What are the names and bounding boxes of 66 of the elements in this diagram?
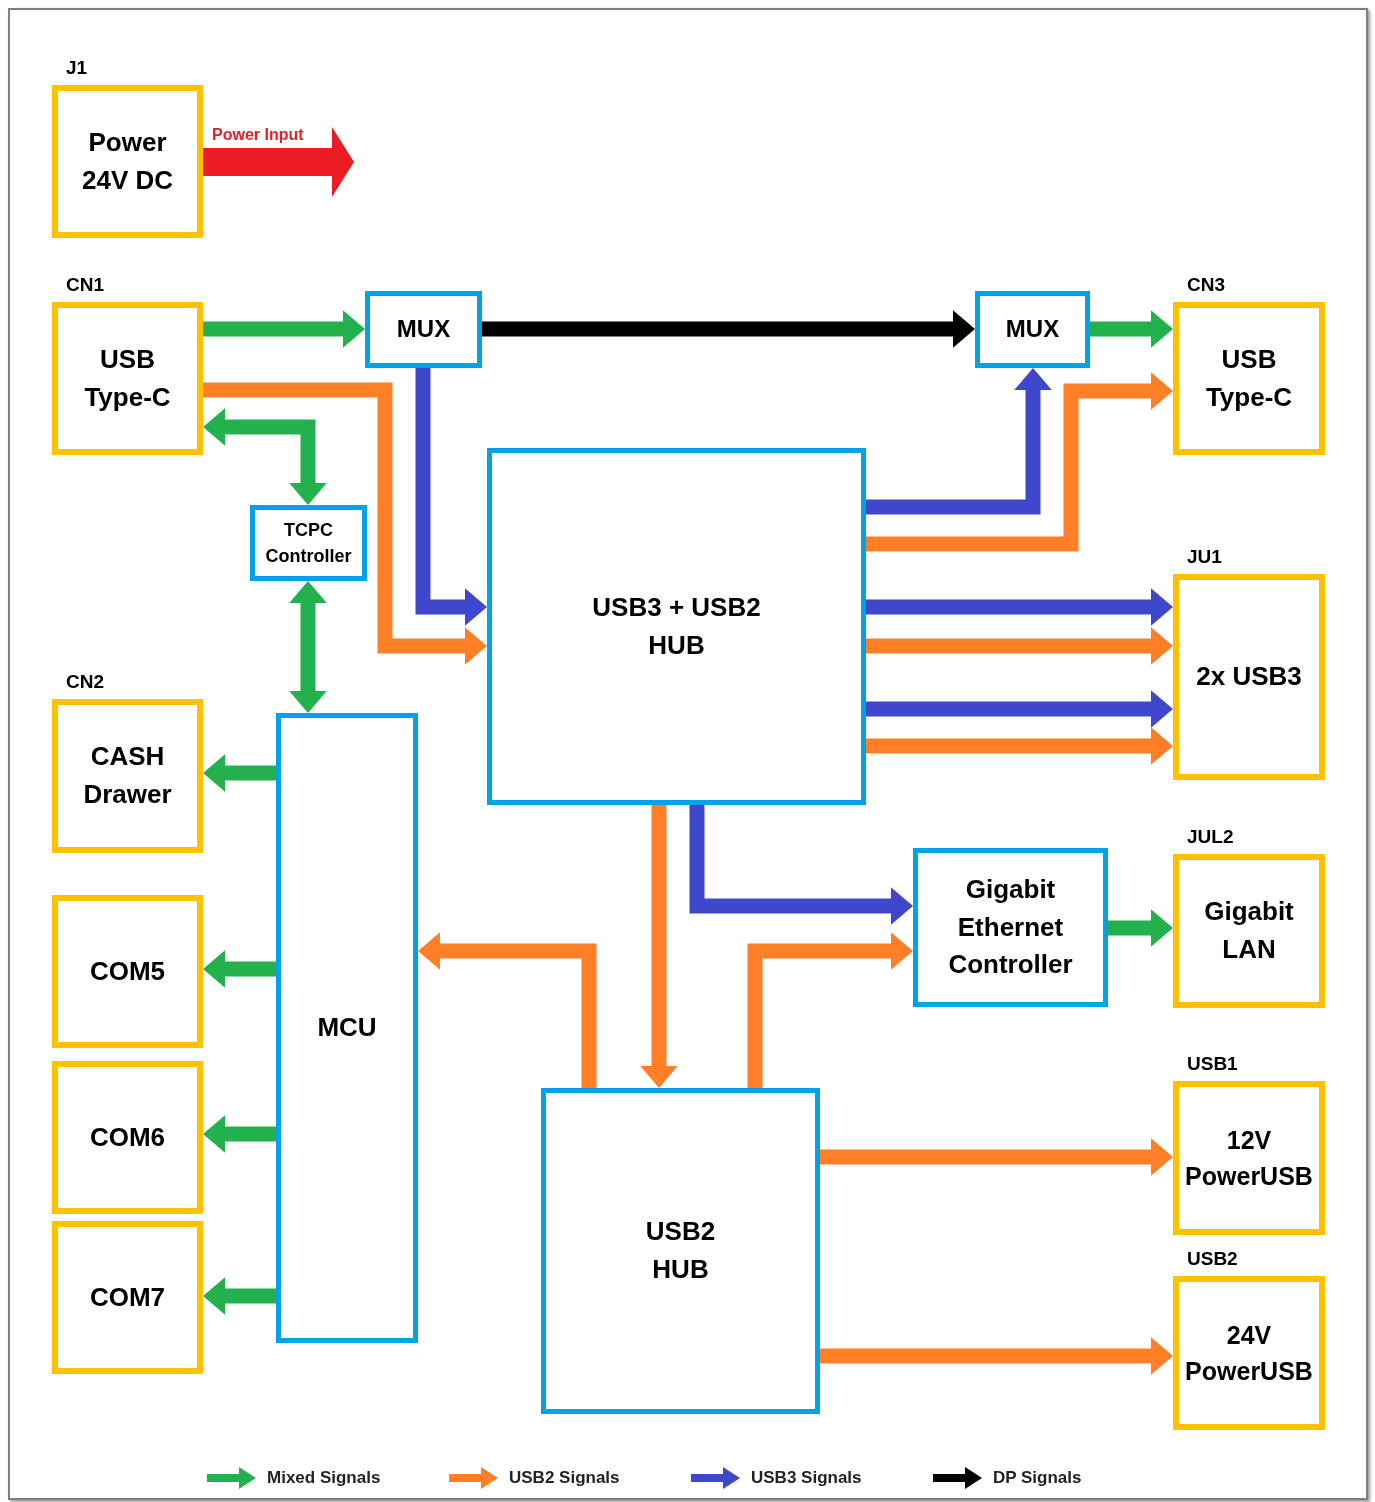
component-box — [975, 291, 1090, 368]
node-label: 2x USB3 — [1195, 660, 1303, 694]
node-label: COM5 — [88, 954, 167, 988]
arrow — [203, 754, 276, 792]
legend-label: USB2 Signals — [509, 1468, 620, 1488]
arrow — [289, 581, 327, 713]
arrow — [866, 690, 1173, 728]
arrow — [203, 127, 354, 197]
arrow — [747, 932, 913, 1088]
node-label: USB Type-C — [1204, 342, 1294, 414]
arrow — [820, 1337, 1173, 1375]
component-box — [487, 448, 866, 805]
legend-label: Mixed Signals — [267, 1468, 381, 1488]
arrow — [689, 805, 913, 925]
node-label: Gigabit Ethernet Controller — [947, 872, 1074, 982]
connector-designator: CN2 — [66, 671, 104, 693]
connector-designator: JUL2 — [1187, 826, 1234, 848]
node-label: USB2 HUB — [644, 1215, 717, 1286]
connector-designator: USB1 — [1187, 1053, 1238, 1075]
arrow — [866, 727, 1173, 765]
arrow — [203, 950, 276, 988]
node-label: COM6 — [88, 1120, 167, 1154]
node-label: 24V PowerUSB — [1184, 1319, 1314, 1387]
connector-box — [52, 1061, 203, 1214]
node-label: 12V PowerUSB — [1184, 1124, 1314, 1192]
legend-label: USB3 Signals — [751, 1468, 862, 1488]
arrow — [866, 588, 1173, 626]
arrow — [203, 310, 365, 348]
connector-designator: USB2 — [1187, 1248, 1238, 1270]
arrow — [640, 805, 678, 1088]
arrow — [418, 932, 597, 1088]
arrow — [415, 368, 487, 626]
node-label: TCPC Controller — [264, 518, 353, 568]
arrow — [203, 1277, 276, 1315]
arrow — [203, 1115, 276, 1153]
node-label: MUX — [1004, 314, 1061, 345]
arrow — [820, 1138, 1173, 1176]
node-label: USB Type-C — [83, 342, 172, 414]
connector-designator: J1 — [66, 57, 88, 79]
node-label: MCU — [316, 1011, 378, 1045]
arrow — [1108, 909, 1173, 947]
node-label: USB3 + USB2 HUB — [591, 590, 762, 662]
component-box — [250, 505, 367, 581]
connector-designator: CN3 — [1187, 274, 1225, 296]
edge-label: Power Input — [212, 126, 304, 144]
node-label: COM7 — [88, 1280, 167, 1314]
arrow — [482, 310, 975, 348]
arrow — [866, 372, 1173, 552]
arrow — [203, 408, 327, 505]
node-label: Power 24V DC — [80, 125, 174, 197]
arrow — [866, 627, 1173, 665]
connector-box — [52, 1221, 203, 1374]
arrow — [866, 368, 1052, 515]
component-box — [913, 848, 1108, 1007]
node-label: MUX — [395, 314, 452, 345]
component-box — [276, 713, 418, 1343]
arrow — [203, 382, 487, 665]
component-box — [365, 291, 482, 368]
node-label: Gigabit LAN — [1203, 895, 1295, 966]
connector-designator: JU1 — [1187, 546, 1222, 568]
node-label: CASH Drawer — [82, 740, 173, 811]
component-box — [541, 1088, 820, 1414]
legend-label: DP Signals — [993, 1468, 1082, 1488]
connector-designator: CN1 — [66, 274, 104, 296]
arrow — [1090, 310, 1173, 348]
connector-box — [52, 895, 203, 1048]
